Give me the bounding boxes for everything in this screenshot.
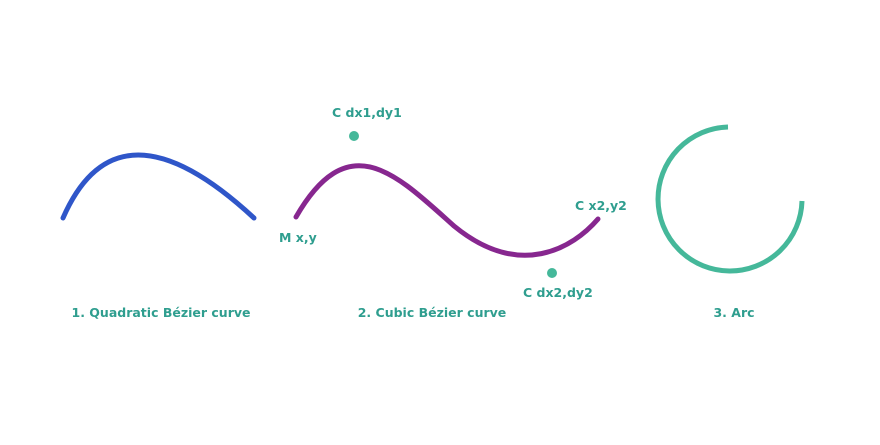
label-control-1: C dx1,dy1	[332, 105, 402, 120]
cubic-curve	[293, 163, 601, 258]
arc-curve	[655, 124, 805, 274]
quadratic-curve	[60, 152, 257, 221]
caption-quadratic: 1. Quadratic Bézier curve	[72, 305, 251, 320]
label-move-to: M x,y	[279, 230, 317, 245]
caption-cubic: 2. Cubic Bézier curve	[358, 305, 507, 320]
label-control-2: C dx2,dy2	[523, 285, 593, 300]
control-point-2	[547, 268, 557, 278]
caption-arc: 3. Arc	[713, 305, 754, 320]
control-point-1	[349, 131, 359, 141]
label-end-point: C x2,y2	[575, 198, 627, 213]
